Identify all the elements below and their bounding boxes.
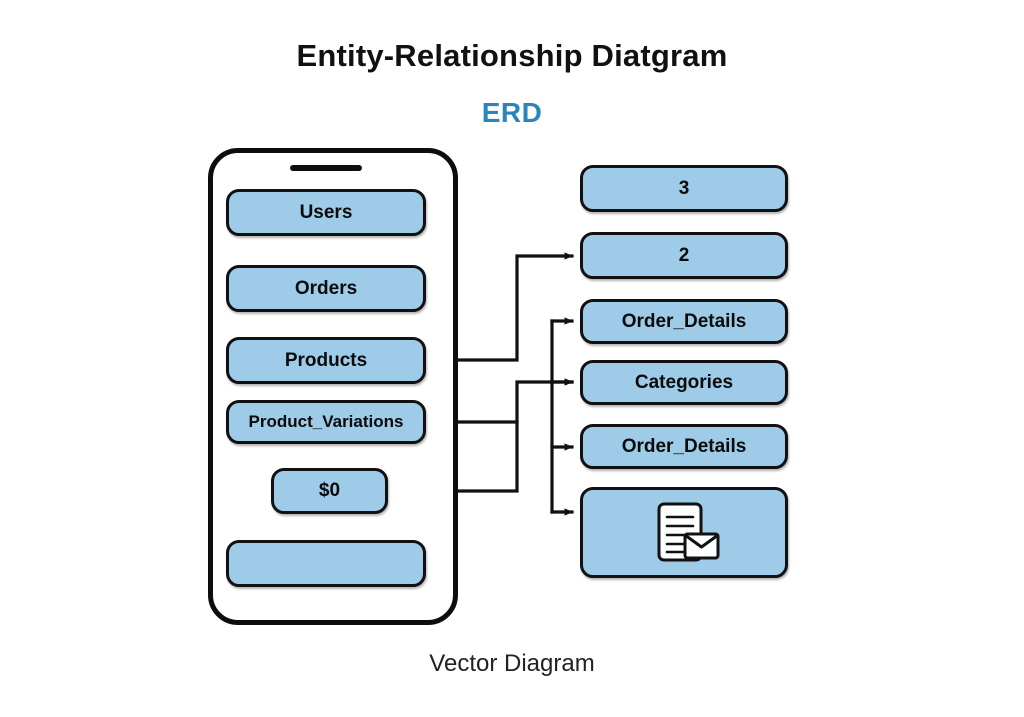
entity-node-label: Product_Variations [248, 412, 404, 431]
relation-node-document[interactable] [580, 487, 788, 578]
page-title: Entity-Relationship Diatgram [296, 38, 728, 73]
relation-node-label: 3 [678, 177, 690, 199]
relation-node-label: Order_Details [621, 310, 747, 332]
relation-node-label: Categories [634, 371, 734, 393]
relation-node-label: 2 [678, 244, 690, 266]
relation-node-order-details-1[interactable]: Order_Details [580, 299, 788, 344]
entity-node-label: Orders [294, 277, 358, 299]
entity-node-empty[interactable] [226, 540, 426, 587]
entity-node-product-variations[interactable]: Product_Variations [226, 400, 426, 444]
phone-speaker-bar [290, 165, 362, 171]
figure-caption: Vector Diagram [429, 650, 595, 677]
relation-node-label: Order_Details [621, 435, 747, 457]
page-subtitle: ERD [481, 97, 543, 128]
entity-node-products[interactable]: Products [226, 337, 426, 384]
relation-node-3[interactable]: 3 [580, 165, 788, 212]
entity-node-price[interactable]: $0 [271, 468, 388, 514]
entity-node-orders[interactable]: Orders [226, 265, 426, 312]
relation-node-2[interactable]: 2 [580, 232, 788, 279]
entity-node-label: $0 [318, 480, 341, 501]
entity-node-users[interactable]: Users [226, 189, 426, 236]
relation-node-order-details-2[interactable]: Order_Details [580, 424, 788, 469]
relation-node-categories[interactable]: Categories [580, 360, 788, 405]
entity-node-label: Users [299, 201, 353, 223]
entity-node-label: Products [284, 349, 368, 371]
document-envelope-icon [647, 501, 721, 565]
